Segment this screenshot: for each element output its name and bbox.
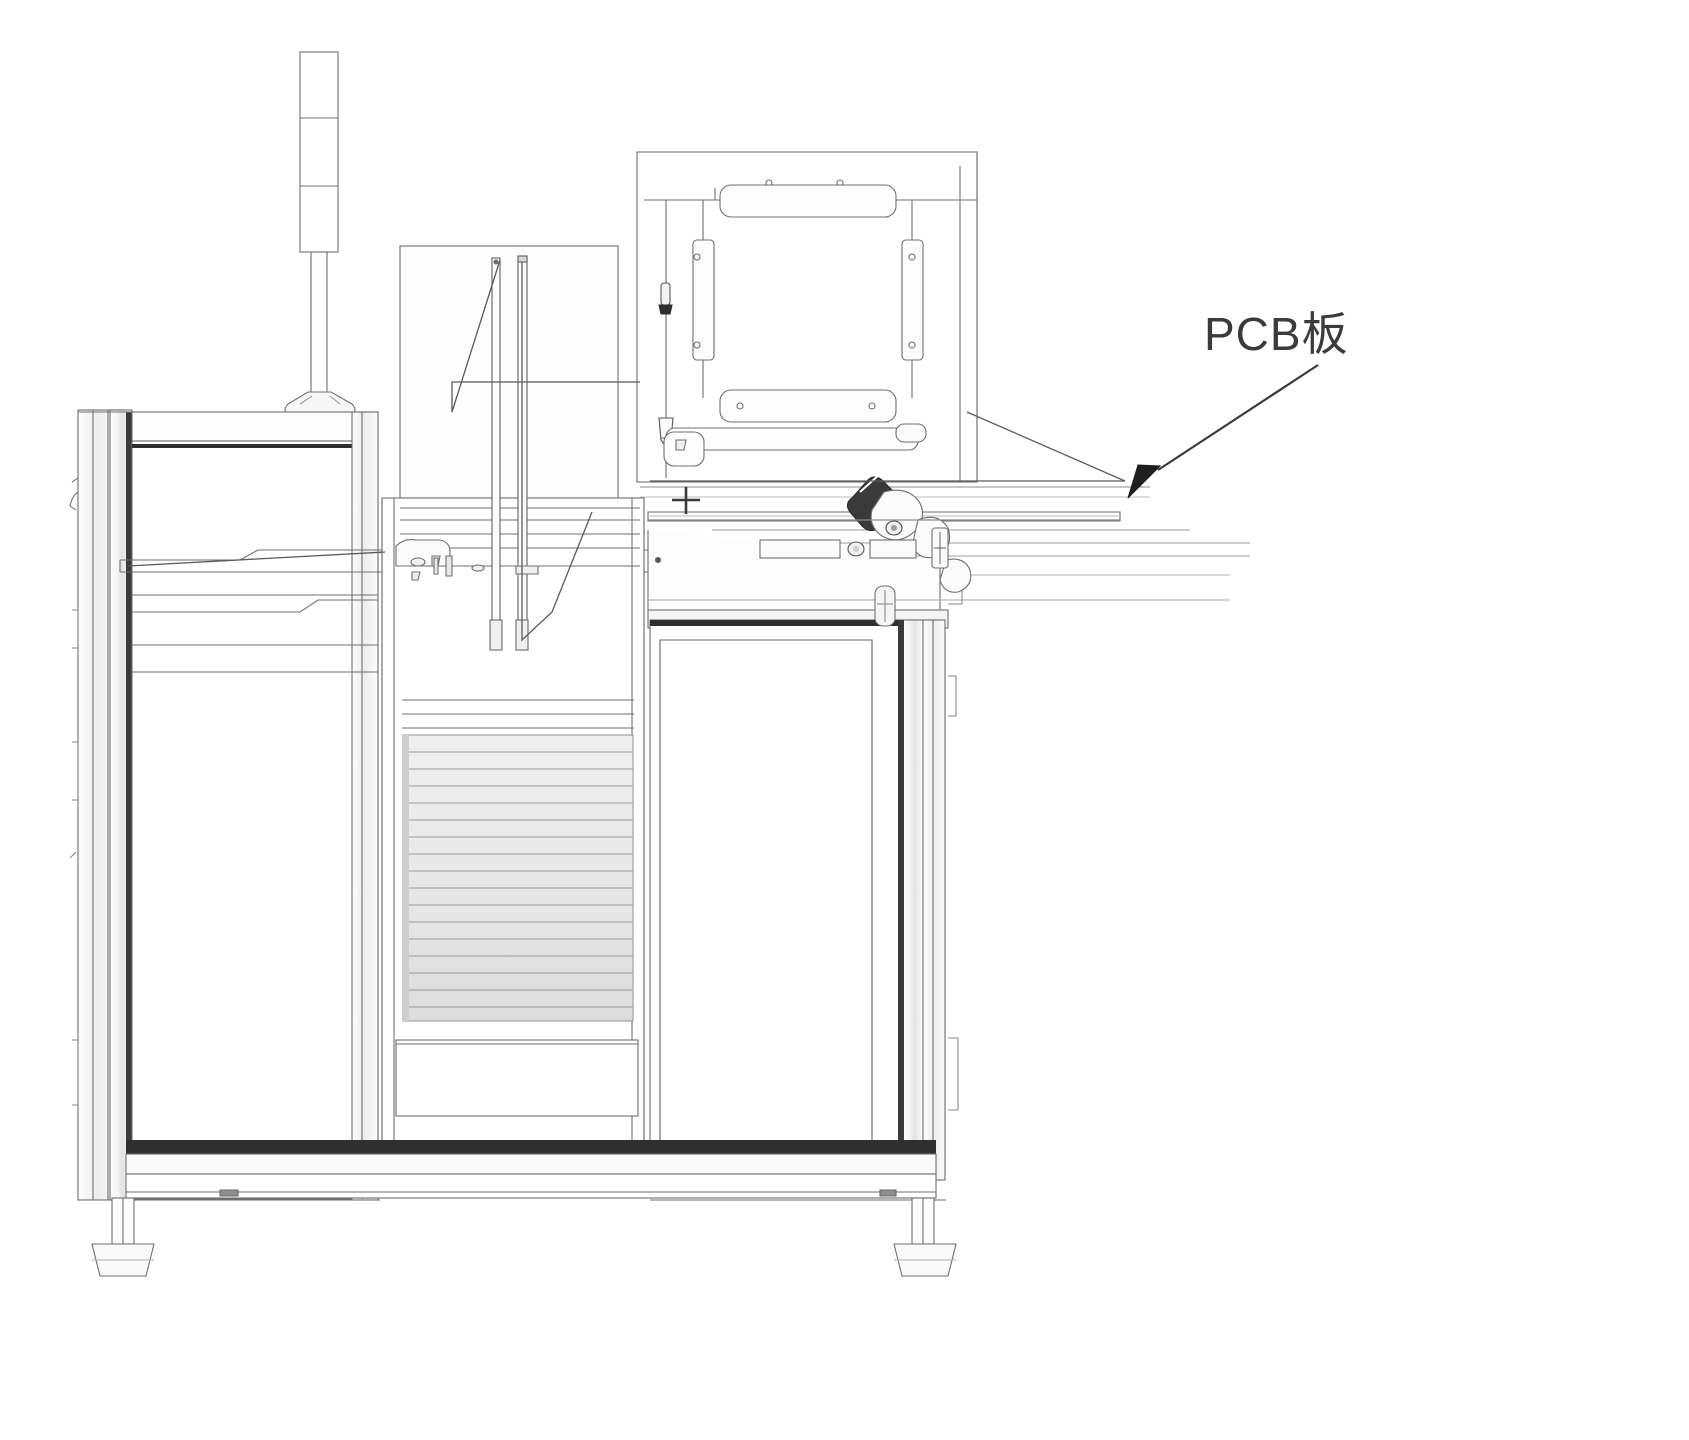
center-module-upper xyxy=(399,245,619,499)
leveling-foot-left xyxy=(91,1197,155,1277)
leader-rod-2 xyxy=(521,262,593,642)
sensor-upper xyxy=(658,282,673,315)
right-cabinet xyxy=(649,579,963,1181)
leveling-foot-right xyxy=(893,1197,957,1277)
leader-rod-1 xyxy=(451,259,640,413)
left-cabinet xyxy=(69,409,379,1201)
leader-lines xyxy=(127,259,1126,642)
annotation-arrow-pcb xyxy=(1127,364,1319,499)
door-handle xyxy=(874,585,896,627)
leader-pcb-upper xyxy=(966,411,1126,482)
center-module-body xyxy=(381,497,645,1152)
annotation-label-pcb: PCB板 xyxy=(1204,308,1349,360)
leader-conveyor xyxy=(127,551,386,567)
signal-stack-light xyxy=(268,51,372,415)
base-frame xyxy=(78,1140,946,1201)
